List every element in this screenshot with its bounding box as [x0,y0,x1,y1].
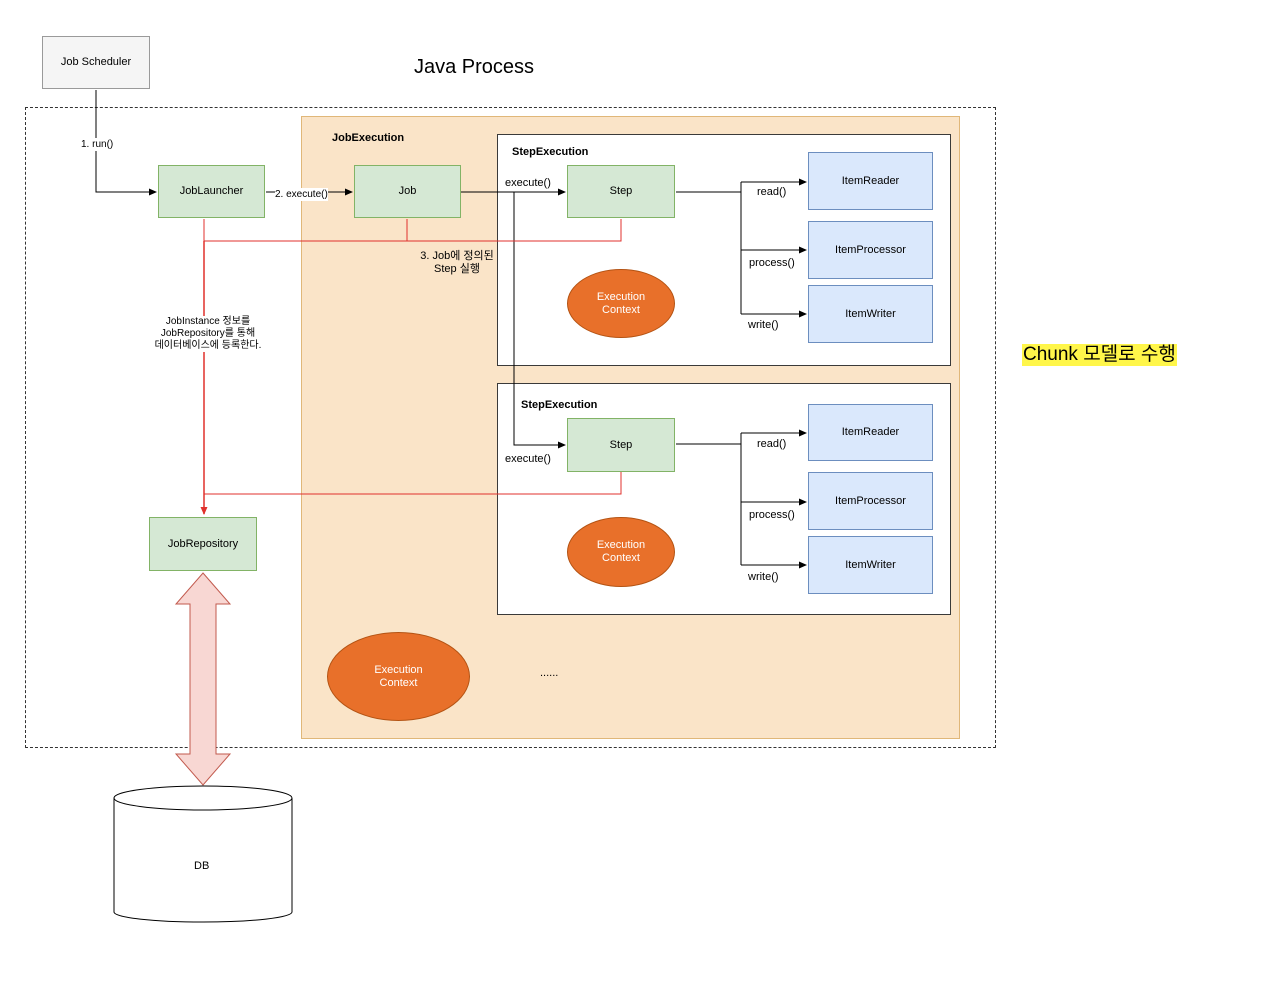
step-execution-title-2: StepExecution [521,399,598,411]
db-cylinder-top [113,785,293,811]
repository-link-job [203,219,622,242]
execute-step-2-label: execute() [505,453,551,466]
item-processor-node-1[interactable]: ItemProcessor [808,221,933,279]
read-1-label: read() [757,186,787,198]
job-execution-title: JobExecution [332,132,405,144]
run-steps-label: 3. Job에 정의된 Step 실행 [420,250,494,275]
db-label: DB [194,860,210,872]
java-process-boundary [25,107,996,748]
step-2-bus [676,443,742,565]
job-repository-node[interactable]: JobRepository [149,517,257,571]
register-label: JobInstance 정보를 JobRepository를 통해 데이터베이스… [148,316,268,352]
run-connector [95,90,157,196]
item-reader-node-2[interactable]: ItemReader [808,404,933,461]
write-2-label: write() [748,571,779,583]
job-scheduler-node[interactable]: Job Scheduler [42,36,150,89]
execution-context-job[interactable]: Execution Context [327,632,470,721]
repository-link-step-2 [204,472,622,495]
step-node-1[interactable]: Step [567,165,675,218]
item-processor-node-2[interactable]: ItemProcessor [808,472,933,530]
process-1-label: process() [749,257,795,269]
job-node[interactable]: Job [354,165,461,218]
chunk-model-note: Chunk 모델로 수행 [1022,344,1177,366]
process-2-label: process() [749,509,795,521]
job-launcher-node[interactable]: JobLauncher [158,165,265,218]
execution-context-step-1[interactable]: Execution Context [567,269,675,338]
step-1-bus [676,191,742,314]
execute-step-2-connector [513,192,566,449]
read-2-label: read() [757,438,787,450]
step-node-2[interactable]: Step [567,418,675,472]
item-writer-node-2[interactable]: ItemWriter [808,536,933,594]
item-reader-node-1[interactable]: ItemReader [808,152,933,210]
more-steps-ellipsis: ...... [540,667,559,679]
write-1-label: write() [748,319,779,331]
run-label: 1. run() [81,138,114,151]
java-process-title: Java Process [414,56,535,78]
step-execution-title-1: StepExecution [512,146,589,158]
execute-job-label: 2. execute() [275,188,328,201]
item-writer-node-1[interactable]: ItemWriter [808,285,933,343]
db-double-arrow [174,572,232,786]
execute-step-1-label: execute() [505,177,551,190]
execution-context-step-2[interactable]: Execution Context [567,517,675,587]
db-cylinder-body [113,798,293,923]
